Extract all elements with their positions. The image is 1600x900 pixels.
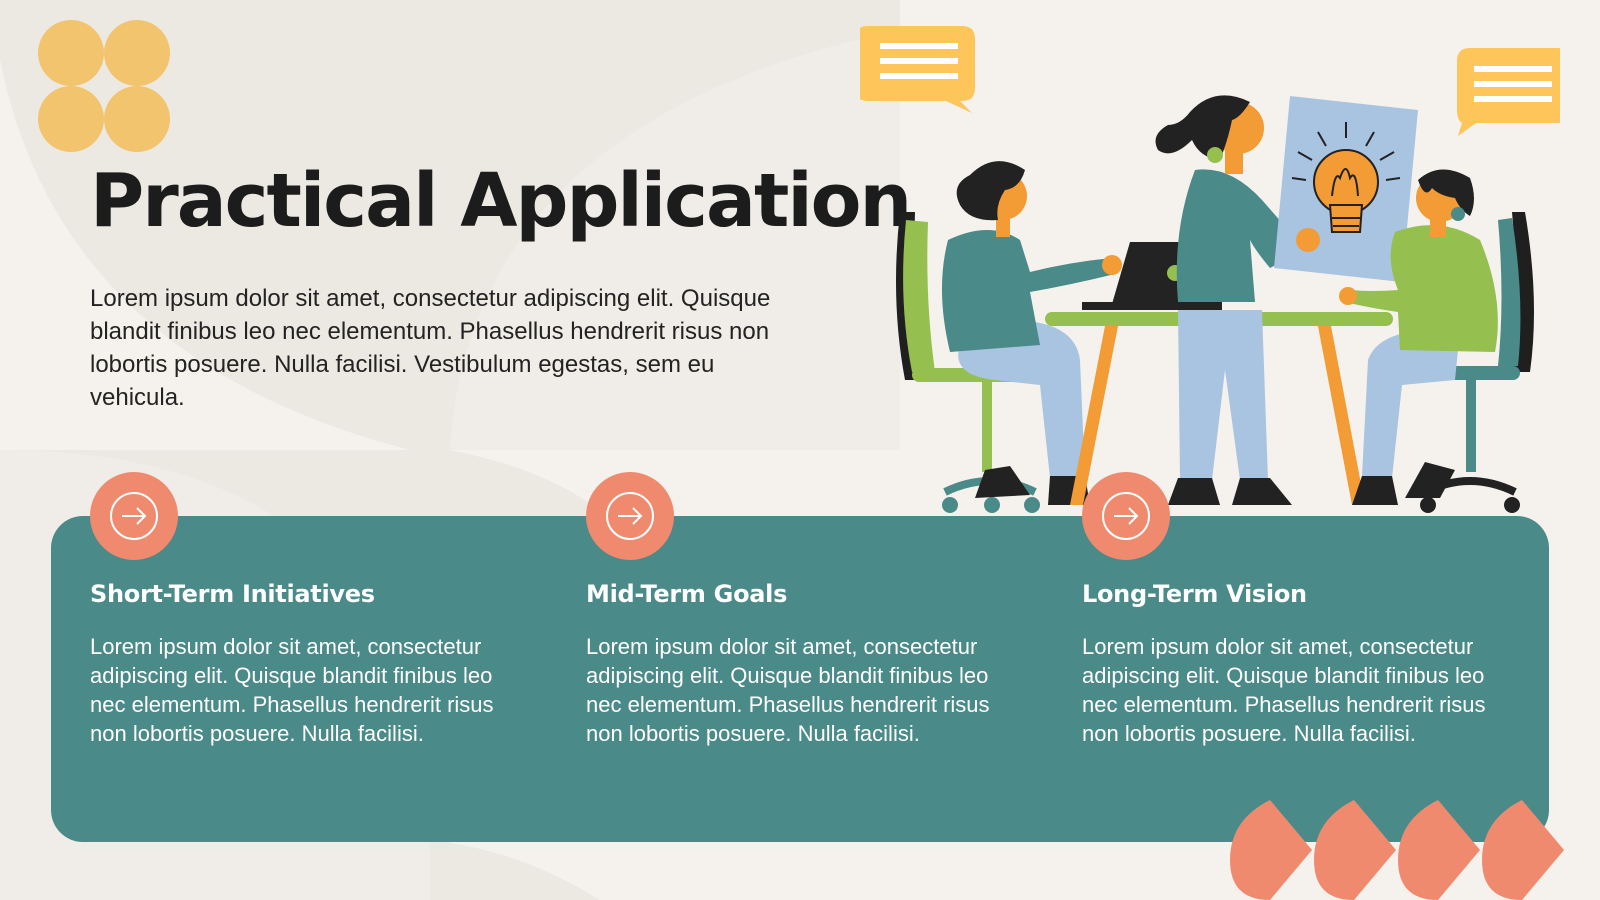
initiatives-panel bbox=[51, 516, 1549, 842]
column-text: Lorem ipsum dolor sit amet, consectetur … bbox=[1082, 634, 1486, 746]
team-meeting-illustration bbox=[860, 26, 1560, 513]
arrow-right-circle-icon bbox=[1082, 472, 1170, 560]
column-heading: Long-Term Vision bbox=[1082, 580, 1307, 608]
column-text: Lorem ipsum dolor sit amet, consectetur … bbox=[586, 634, 990, 746]
speech-bubble-icon bbox=[1457, 48, 1560, 136]
page-title: Practical Application bbox=[90, 158, 912, 244]
arrow-right-circle-icon bbox=[586, 472, 674, 560]
intro-text: Lorem ipsum dolor sit amet, consectetur … bbox=[90, 285, 771, 411]
speech-bubble-icon bbox=[860, 26, 975, 113]
arrow-right-circle-icon bbox=[90, 472, 178, 560]
column-heading: Short-Term Initiatives bbox=[90, 580, 375, 608]
column-heading: Mid-Term Goals bbox=[586, 580, 788, 608]
column-text: Lorem ipsum dolor sit amet, consectetur … bbox=[90, 634, 494, 746]
flower-logo-icon bbox=[38, 20, 170, 152]
chevron-decoration bbox=[1230, 800, 1564, 900]
